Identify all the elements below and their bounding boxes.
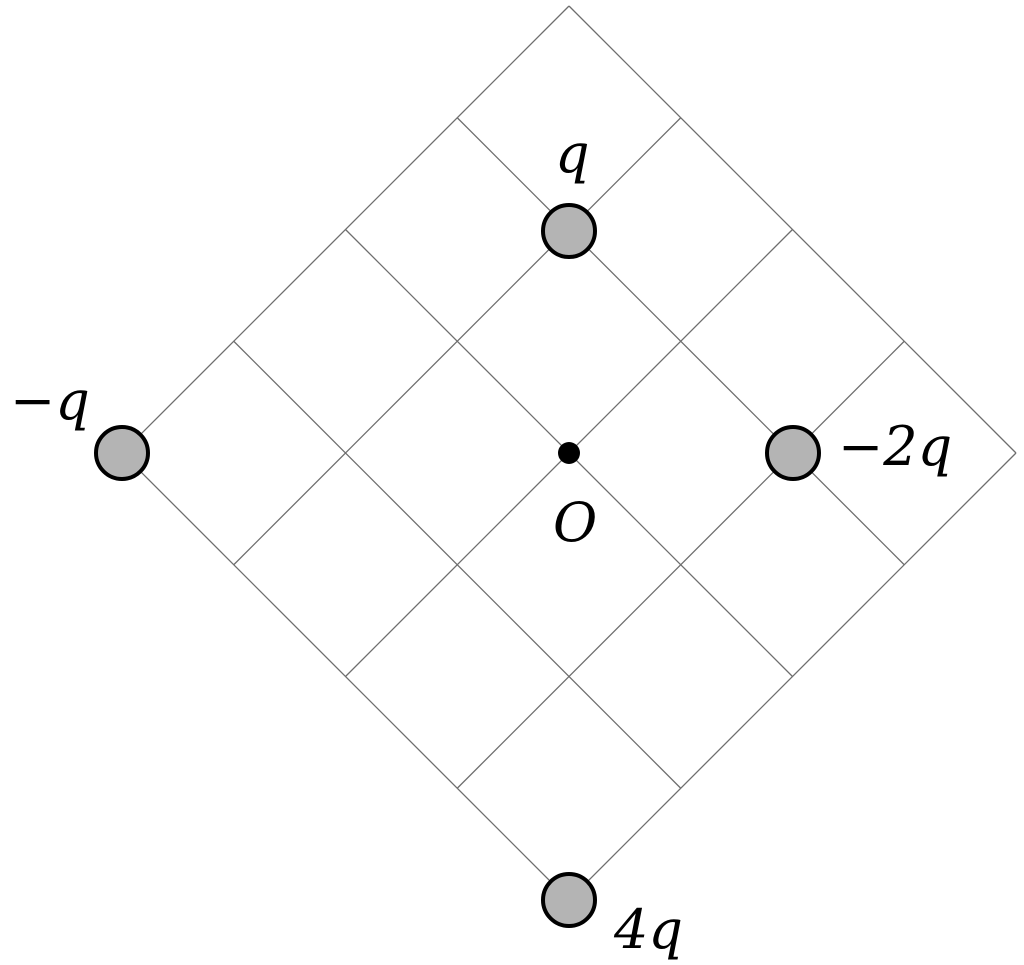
charge-bottom: [541, 872, 597, 928]
charge-top-label: q: [555, 122, 590, 185]
grid-line-a-4: [568, 5, 1017, 454]
grid-line-b-4: [568, 452, 1017, 901]
grid-line-a-3: [456, 117, 905, 566]
origin-point: [558, 442, 580, 464]
charge-top: [541, 203, 597, 259]
charge-left: [94, 425, 150, 481]
charge-right: [765, 425, 821, 481]
charge-right-label: −2q: [838, 415, 952, 478]
origin-label: O: [553, 491, 597, 554]
grid-line-b-3: [456, 340, 905, 789]
charge-left-label: −q: [10, 369, 90, 432]
charge-bottom-label: 4q: [613, 898, 683, 961]
